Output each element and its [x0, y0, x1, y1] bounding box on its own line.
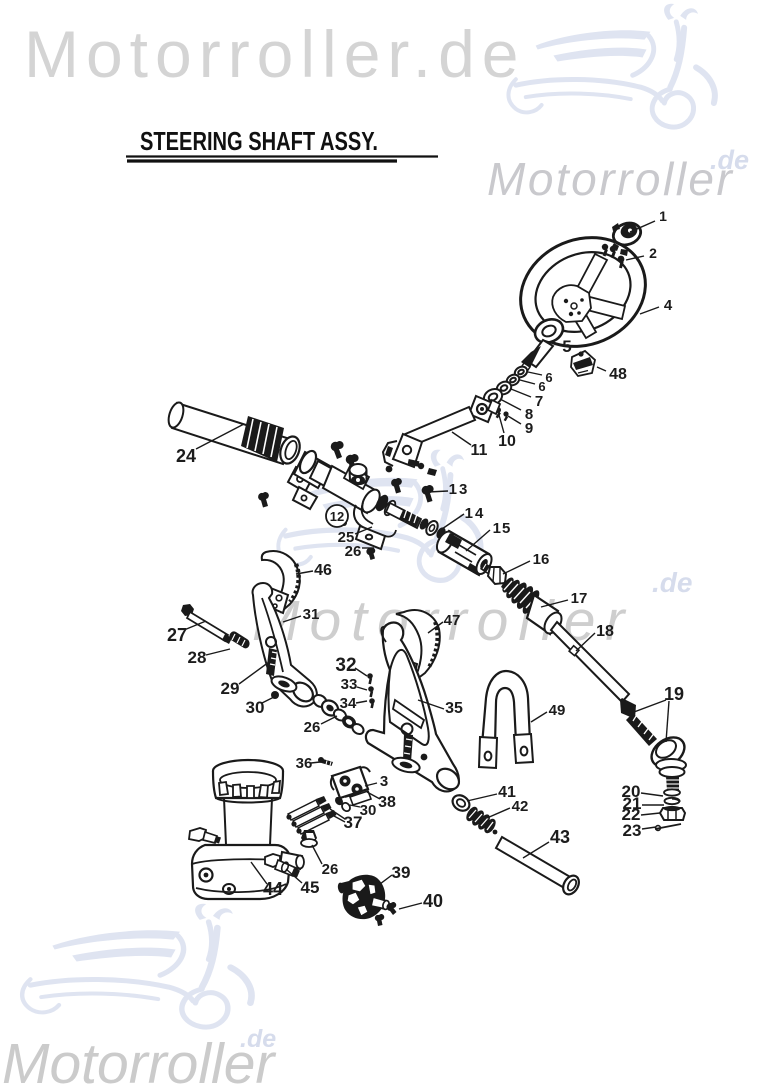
svg-text:33: 33 [341, 676, 358, 693]
svg-text:37: 37 [344, 813, 363, 832]
svg-text:16: 16 [533, 551, 550, 568]
svg-text:39: 39 [392, 863, 411, 882]
svg-text:43: 43 [550, 827, 570, 847]
svg-text:26: 26 [322, 861, 339, 878]
svg-text:14: 14 [465, 505, 486, 522]
svg-text:8: 8 [525, 406, 533, 423]
svg-text:24: 24 [176, 446, 196, 466]
svg-text:28: 28 [188, 648, 207, 667]
svg-text:42: 42 [512, 798, 529, 815]
svg-text:32: 32 [335, 655, 356, 676]
svg-text:11: 11 [471, 442, 488, 459]
svg-text:6: 6 [545, 370, 552, 385]
svg-text:.de: .de [240, 1025, 276, 1053]
svg-text:20: 20 [622, 782, 641, 801]
svg-text:Motorroller: Motorroller [2, 1032, 276, 1085]
svg-text:7: 7 [535, 393, 543, 410]
svg-text:25: 25 [338, 529, 355, 546]
svg-text:Motorroller.de: Motorroller.de [24, 17, 526, 91]
svg-text:29: 29 [221, 679, 240, 698]
svg-text:2: 2 [649, 245, 657, 261]
svg-text:41: 41 [498, 784, 516, 801]
svg-text:19: 19 [664, 684, 684, 704]
svg-text:22: 22 [622, 805, 641, 824]
svg-text:15: 15 [493, 520, 512, 537]
svg-text:10: 10 [498, 433, 516, 450]
svg-text:49: 49 [549, 702, 566, 719]
svg-text:35: 35 [445, 700, 463, 717]
svg-text:40: 40 [423, 891, 443, 911]
svg-text:3: 3 [380, 773, 388, 790]
svg-text:26: 26 [304, 719, 321, 736]
svg-text:9: 9 [525, 420, 533, 437]
svg-text:.de: .de [652, 567, 692, 598]
svg-text:5: 5 [562, 337, 571, 356]
svg-text:27: 27 [167, 625, 187, 645]
svg-text:26: 26 [345, 543, 362, 560]
svg-text:46: 46 [314, 562, 332, 579]
svg-text:6: 6 [538, 379, 545, 394]
svg-text:31: 31 [303, 606, 320, 623]
svg-text:1: 1 [659, 208, 667, 224]
svg-text:30: 30 [246, 698, 265, 717]
svg-text:21: 21 [623, 794, 642, 813]
svg-text:STEERING SHAFT ASSY.: STEERING SHAFT ASSY. [140, 126, 378, 156]
svg-text:12: 12 [330, 509, 344, 524]
svg-text:48: 48 [609, 366, 627, 383]
svg-text:44: 44 [263, 879, 283, 899]
svg-text:Motorroller: Motorroller [487, 153, 734, 205]
svg-text:.de: .de [710, 145, 749, 175]
svg-text:47: 47 [444, 612, 461, 629]
svg-text:30: 30 [360, 802, 377, 819]
svg-text:34: 34 [340, 695, 357, 712]
svg-text:36: 36 [296, 755, 313, 772]
svg-text:13: 13 [449, 481, 470, 498]
svg-text:23: 23 [623, 821, 642, 840]
svg-text:38: 38 [378, 794, 396, 811]
svg-text:17: 17 [571, 590, 588, 607]
svg-text:45: 45 [301, 878, 320, 897]
svg-text:4: 4 [664, 297, 673, 314]
svg-text:18: 18 [596, 623, 614, 640]
